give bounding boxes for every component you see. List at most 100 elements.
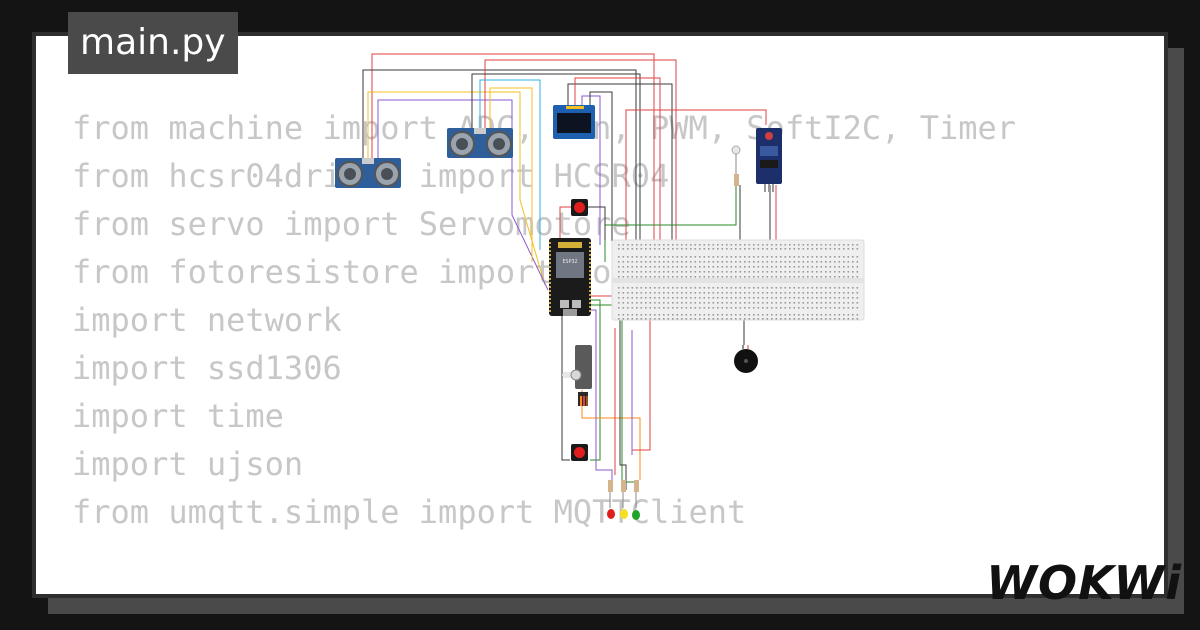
esp32-board[interactable]: ESP32 — [549, 238, 591, 316]
breadboard-hole — [667, 292, 670, 294]
breadboard-hole — [753, 307, 755, 309]
esp32-label: ESP32 — [562, 259, 577, 265]
breadboard-hole — [645, 244, 647, 246]
breadboard-hole — [708, 276, 710, 278]
breadboard-hole — [829, 314, 832, 316]
breadboard-hole — [771, 307, 773, 309]
led-yellow[interactable] — [620, 480, 628, 519]
push-button-bottom[interactable] — [571, 444, 588, 461]
breadboard-hole — [766, 261, 769, 263]
breadboard-hole — [829, 261, 832, 263]
led-red[interactable] — [607, 480, 615, 519]
breadboard-hole — [789, 292, 791, 294]
esp32-pin — [589, 266, 591, 268]
code-line-7: import time — [72, 397, 284, 435]
light-sensor-module[interactable] — [756, 128, 782, 192]
breadboard-hole — [627, 307, 629, 309]
breadboard-hole — [681, 261, 683, 263]
breadboard-hole — [852, 302, 854, 304]
breadboard-hole — [852, 292, 854, 294]
breadboard-hole — [649, 292, 652, 294]
breadboard-hole — [694, 307, 697, 309]
push-button-top[interactable] — [571, 199, 588, 216]
breadboard-hole — [798, 302, 800, 304]
breadboard-hole — [649, 271, 652, 273]
breadboard-hole — [798, 307, 800, 309]
breadboard-hole — [775, 244, 778, 246]
esp32-pin — [589, 250, 591, 252]
breadboard-hole — [856, 307, 859, 309]
breadboard-hole — [667, 256, 670, 258]
breadboard-hole — [757, 266, 760, 268]
oled-display[interactable] — [553, 105, 595, 139]
breadboard-hole — [834, 297, 836, 299]
breadboard-hole — [726, 256, 728, 258]
breadboard-hole — [843, 266, 845, 268]
breadboard-hole — [825, 302, 827, 304]
breadboard-hole — [622, 271, 625, 273]
breadboard-hole — [717, 287, 719, 289]
esp32-pin — [549, 266, 551, 268]
breadboard-hole — [631, 266, 634, 268]
breadboard-hole — [784, 302, 787, 304]
breadboard-hole — [672, 256, 674, 258]
breadboard-hole — [834, 292, 836, 294]
breadboard-hole — [816, 271, 818, 273]
ultrasonic-sensor-2[interactable] — [447, 128, 513, 158]
breadboard-hole — [798, 297, 800, 299]
led-green[interactable] — [632, 480, 640, 520]
breadboard-hole — [825, 318, 827, 320]
breadboard-hole — [685, 248, 688, 250]
breadboard-hole — [838, 297, 841, 299]
breadboard-hole — [847, 244, 850, 246]
wire — [588, 299, 601, 461]
breadboard-hole — [703, 276, 706, 278]
breadboard-hole — [847, 248, 850, 250]
breadboard-hole — [667, 244, 670, 246]
wire — [590, 304, 637, 490]
ultrasonic-sensor-1[interactable] — [335, 158, 401, 188]
photoresistor[interactable] — [731, 145, 741, 186]
breadboard-hole — [636, 292, 638, 294]
breadboard-hole — [856, 256, 859, 258]
breadboard-hole — [649, 307, 652, 309]
breadboard-hole — [694, 261, 697, 263]
breadboard-hole — [829, 287, 832, 289]
breadboard-hole — [685, 271, 688, 273]
breadboard-hole — [645, 302, 647, 304]
breadboard-hole — [721, 256, 724, 258]
breadboard-hole — [712, 314, 715, 316]
breadboard[interactable] — [611, 239, 865, 321]
breadboard-hole — [694, 248, 697, 250]
breadboard-hole — [645, 292, 647, 294]
breadboard-hole — [820, 292, 823, 294]
servo-motor[interactable] — [562, 345, 592, 406]
esp32-pin — [549, 262, 551, 264]
breadboard-hole — [712, 297, 715, 299]
buzzer[interactable] — [734, 345, 758, 373]
breadboard-hole — [820, 244, 823, 246]
breadboard-hole — [789, 276, 791, 278]
breadboard-hole — [627, 266, 629, 268]
file-tab[interactable]: main.py — [68, 12, 238, 74]
breadboard-hole — [654, 297, 656, 299]
breadboard-hole — [618, 307, 620, 309]
breadboard-hole — [672, 276, 674, 278]
breadboard-hole — [847, 266, 850, 268]
breadboard-hole — [838, 307, 841, 309]
breadboard-hole — [802, 292, 805, 294]
breadboard-hole — [712, 271, 715, 273]
esp32-pin — [549, 282, 551, 284]
breadboard-hole — [726, 307, 728, 309]
breadboard-hole — [636, 276, 638, 278]
breadboard-hole — [789, 302, 791, 304]
breadboard-hole — [843, 248, 845, 250]
breadboard-hole — [753, 256, 755, 258]
wire — [589, 91, 613, 245]
breadboard-hole — [771, 276, 773, 278]
breadboard-hole — [802, 297, 805, 299]
breadboard-hole — [663, 318, 665, 320]
breadboard-hole — [766, 276, 769, 278]
breadboard-hole — [834, 244, 836, 246]
breadboard-hole — [640, 244, 643, 246]
